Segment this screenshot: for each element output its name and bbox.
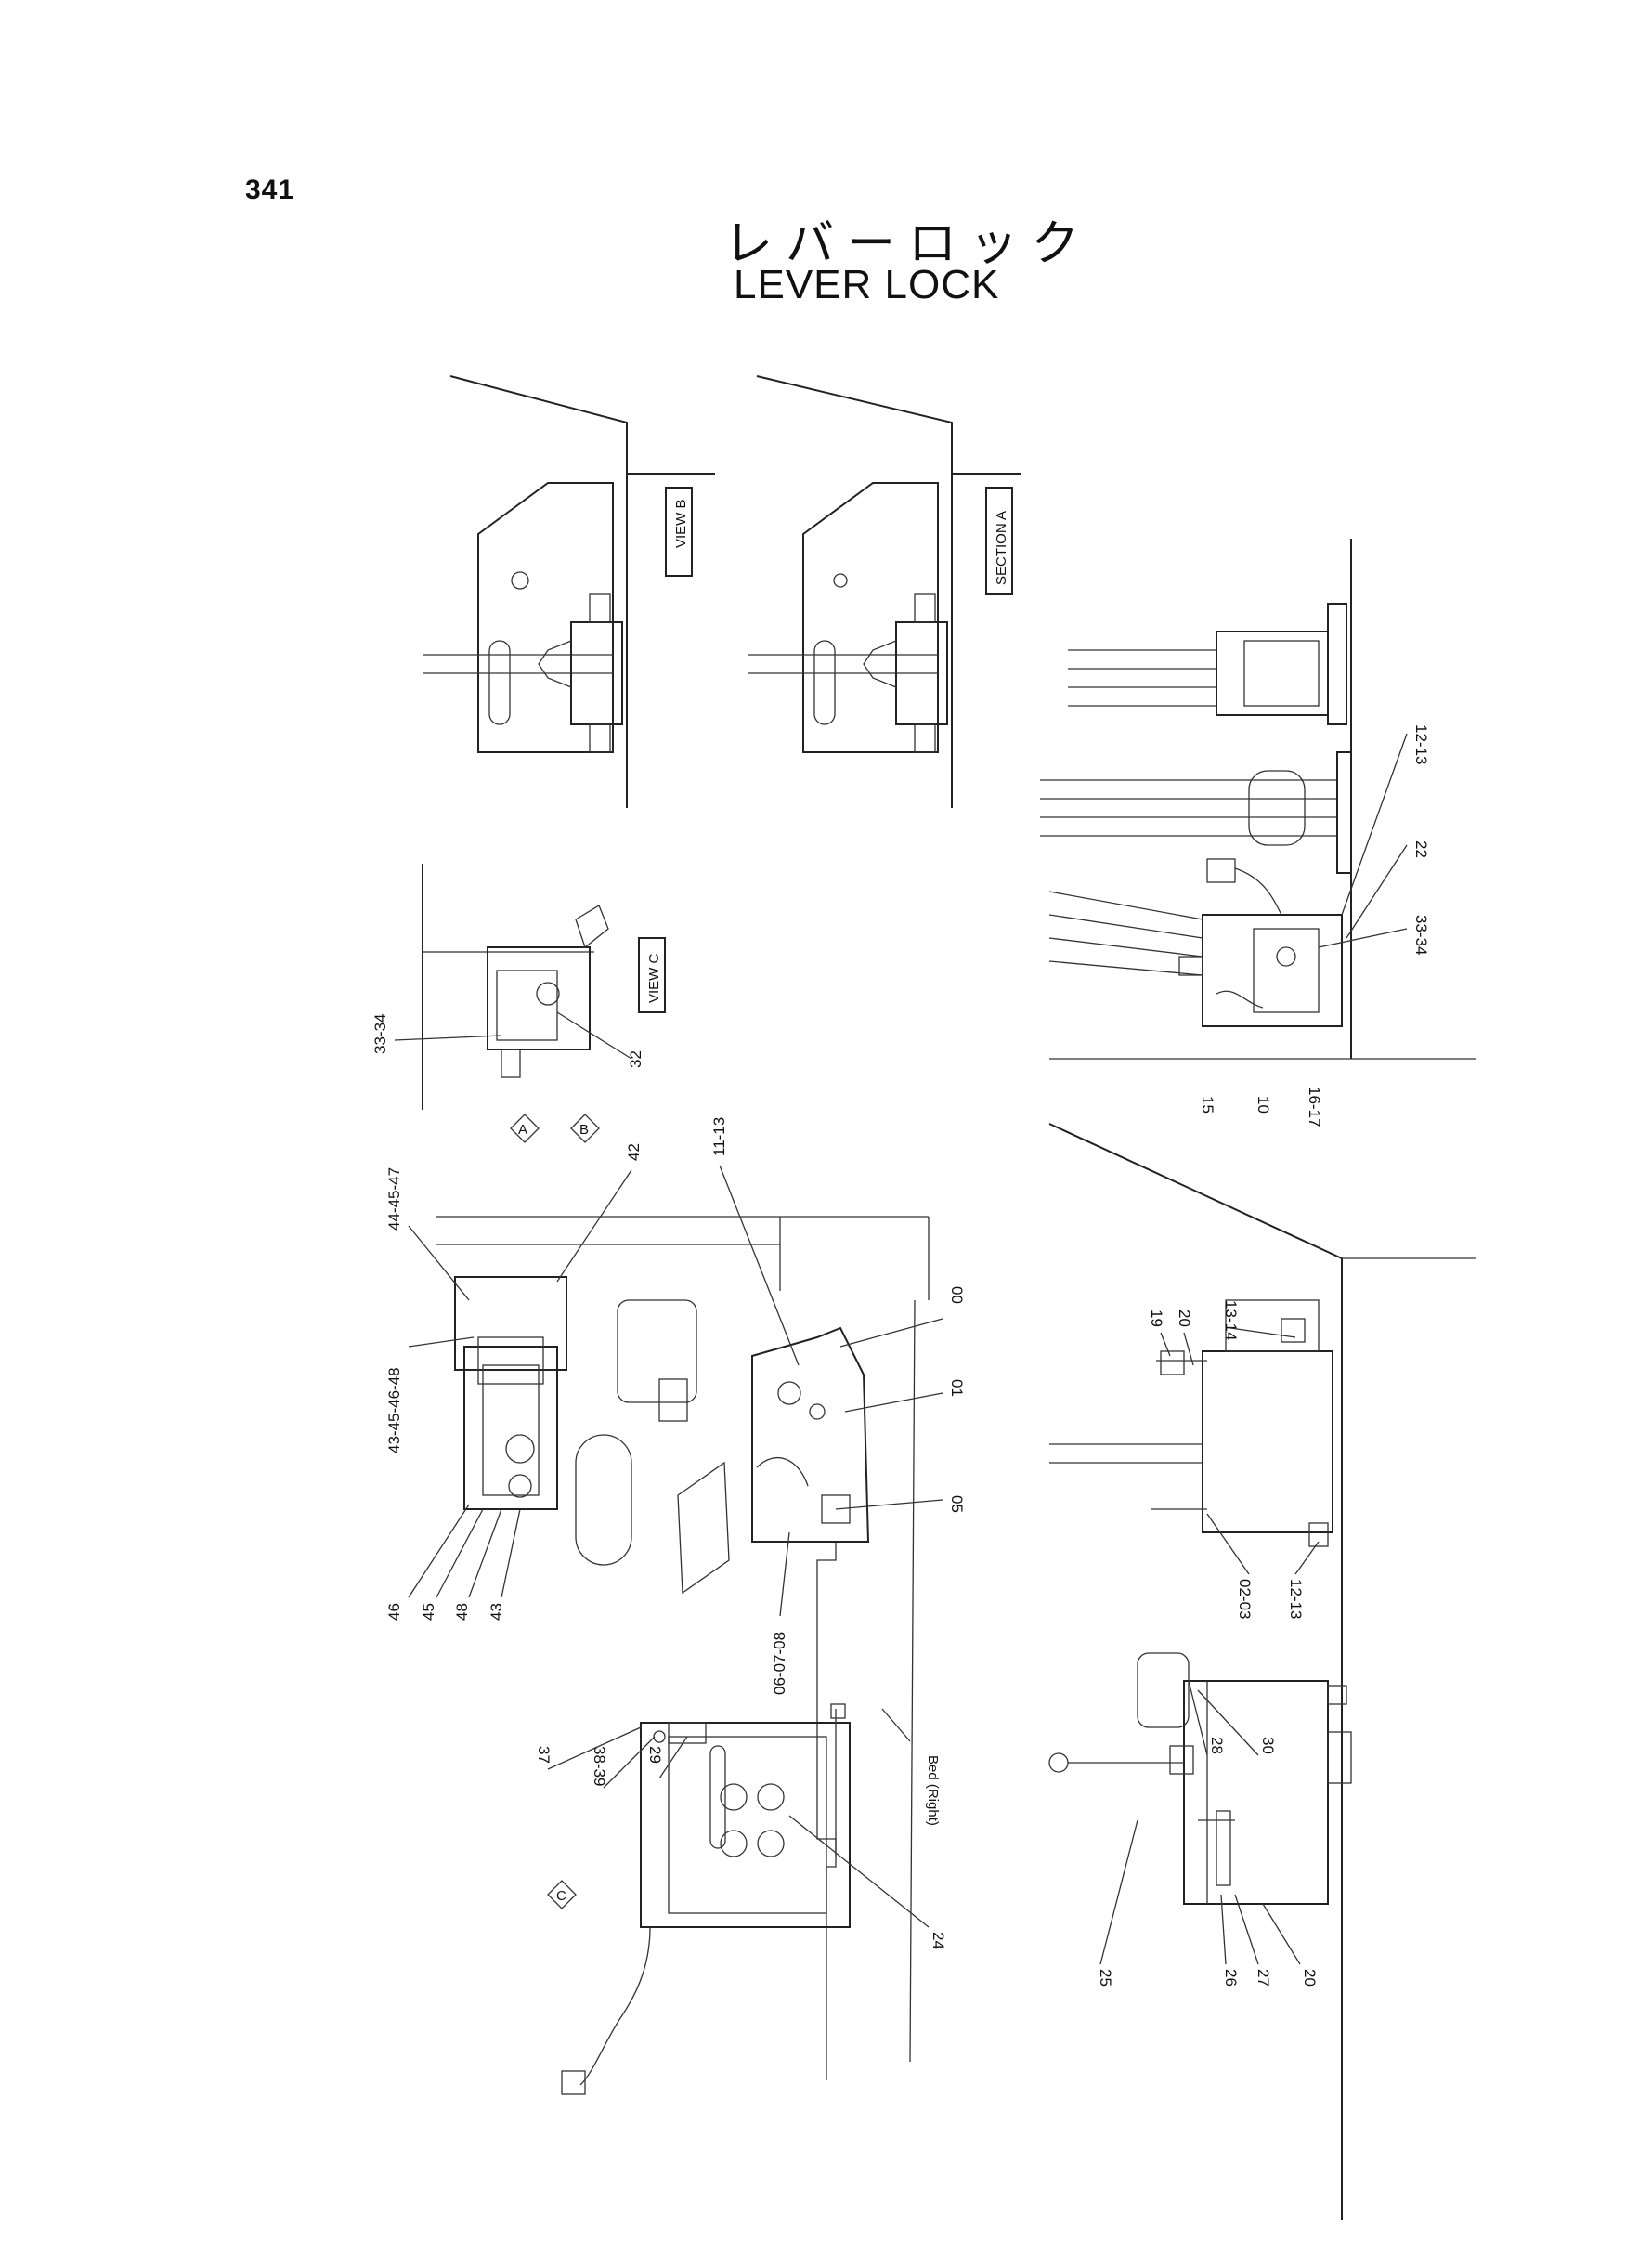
label-33-34-right: 33-34 xyxy=(1412,915,1430,955)
view-c-label: VIEW C xyxy=(646,953,662,1003)
page-number: 341 xyxy=(245,175,295,205)
label-32: 32 xyxy=(627,1050,644,1068)
section-a-label: SECTION A xyxy=(994,511,1009,585)
label-11-13: 11-13 xyxy=(710,1117,728,1156)
label-29: 29 xyxy=(646,1746,664,1764)
label-20-top: 20 xyxy=(1176,1309,1193,1327)
label-24: 24 xyxy=(930,1932,947,1949)
label-02-03: 02-03 xyxy=(1236,1579,1254,1619)
view-b-label: VIEW B xyxy=(673,499,689,548)
label-37: 37 xyxy=(535,1746,553,1764)
label-22: 22 xyxy=(1412,840,1430,858)
section-a-drawing xyxy=(748,375,1021,808)
center-assembly xyxy=(436,1216,930,2080)
label-38-39: 38-39 xyxy=(591,1746,608,1786)
label-46: 46 xyxy=(385,1603,403,1621)
label-26: 26 xyxy=(1222,1969,1240,1987)
label-12-13-top: 12-13 xyxy=(1412,724,1430,764)
label-43: 43 xyxy=(488,1603,505,1621)
label-12-13-bottom: 12-13 xyxy=(1287,1579,1305,1619)
marker-b-icon: B xyxy=(570,1114,600,1143)
title-japanese: レバーロック xyxy=(724,216,1093,272)
view-c-drawing xyxy=(422,864,666,1110)
label-48: 48 xyxy=(453,1603,471,1621)
right-upper-assembly xyxy=(1040,539,1476,1060)
label-43-45-46-48: 43-45-46-48 xyxy=(385,1367,403,1453)
view-b-drawing xyxy=(423,375,715,808)
bed-right-label: Bed (Right) xyxy=(925,1755,941,1826)
label-19: 19 xyxy=(1148,1309,1165,1327)
svg-text:A: A xyxy=(518,1122,527,1138)
marker-c-icon: C xyxy=(547,1880,577,1909)
right-lower-assembly xyxy=(1048,1123,1476,2220)
svg-text:C: C xyxy=(556,1888,566,1904)
label-05: 05 xyxy=(948,1495,966,1513)
bottom-left-assembly xyxy=(561,1703,851,2095)
label-01: 01 xyxy=(948,1379,966,1397)
label-20-bottom: 20 xyxy=(1301,1969,1319,1987)
label-10: 10 xyxy=(1255,1096,1272,1114)
label-16-17: 16-17 xyxy=(1306,1087,1323,1127)
label-45: 45 xyxy=(420,1603,437,1621)
label-33-34-left: 33-34 xyxy=(371,1014,389,1054)
svg-text:B: B xyxy=(579,1122,589,1138)
label-15: 15 xyxy=(1199,1096,1216,1114)
label-27: 27 xyxy=(1255,1969,1272,1987)
label-06-07-08: 06-07-08 xyxy=(771,1632,788,1695)
label-30: 30 xyxy=(1259,1737,1277,1754)
label-25: 25 xyxy=(1097,1969,1114,1987)
label-00: 00 xyxy=(948,1286,966,1304)
marker-a-icon: A xyxy=(510,1114,540,1143)
label-42: 42 xyxy=(625,1143,643,1161)
title-english: LEVER LOCK xyxy=(734,262,1000,307)
label-44-45-47: 44-45-47 xyxy=(385,1167,403,1231)
label-28: 28 xyxy=(1208,1737,1226,1754)
label-13-14: 13-14 xyxy=(1222,1300,1240,1340)
